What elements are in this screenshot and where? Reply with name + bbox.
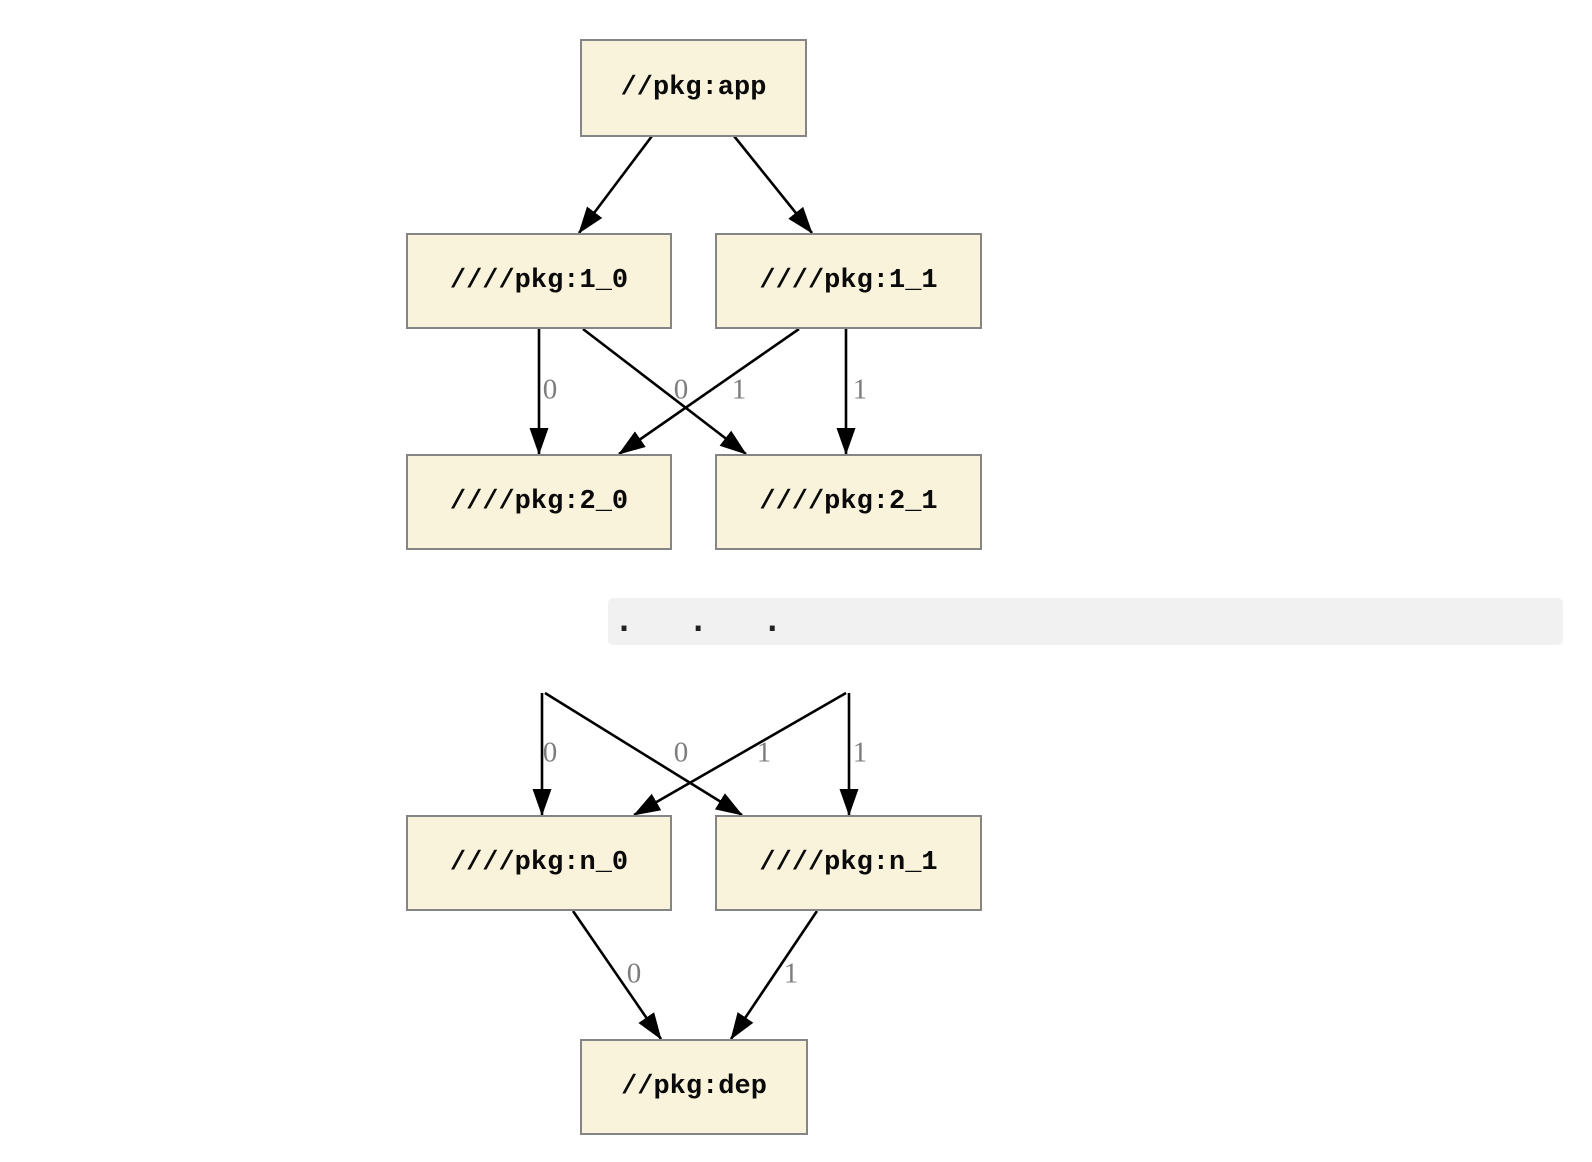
edge-label-cross-to-n_0: 0: [673, 736, 689, 769]
edge-n_0-to-dep: [571, 910, 663, 1040]
node-pkg-1_0: ////pkg:1_0: [406, 233, 672, 329]
node-pkg-n_0: ////pkg:n_0: [406, 815, 672, 911]
node-pkg-app: //pkg:app: [580, 39, 807, 137]
edge-label-1_1-to-2_1: 1: [852, 373, 868, 406]
ellipsis-bar: . . .: [608, 598, 1563, 645]
node-pkg-1_1: ////pkg:1_1: [715, 233, 982, 329]
node-pkg-2_1: ////pkg:2_1: [715, 454, 982, 550]
edge-app-to-1_1: [732, 135, 814, 234]
edge-prev-to-n_1-cross: [544, 691, 743, 817]
node-pkg-n_1: ////pkg:n_1: [715, 815, 982, 911]
edge-label-1_0-to-2_0: 0: [542, 373, 558, 406]
edge-1_0-to-2_1: [582, 327, 747, 456]
edge-n_1-to-dep: [729, 910, 819, 1040]
edge-1_1-to-2_0: [618, 327, 800, 456]
edge-label-cross-to-n_1: 1: [756, 736, 772, 769]
edge-label-prev-to-n_0: 0: [542, 736, 558, 769]
edge-label-prev-to-n_1: 1: [852, 736, 868, 769]
edge-label-n_0-to-dep: 0: [626, 957, 642, 990]
edge-label-1_1-to-2_0: 0: [673, 373, 689, 406]
edge-label-1_0-to-2_1: 1: [731, 373, 747, 406]
edge-label-n_1-to-dep: 1: [783, 957, 799, 990]
ellipsis-dots: . . .: [615, 604, 801, 639]
edge-app-to-1_0: [577, 135, 654, 234]
node-pkg-dep: //pkg:dep: [580, 1039, 808, 1135]
node-pkg-2_0: ////pkg:2_0: [406, 454, 672, 550]
edge-prev2-to-n_0-cross: [633, 691, 847, 817]
